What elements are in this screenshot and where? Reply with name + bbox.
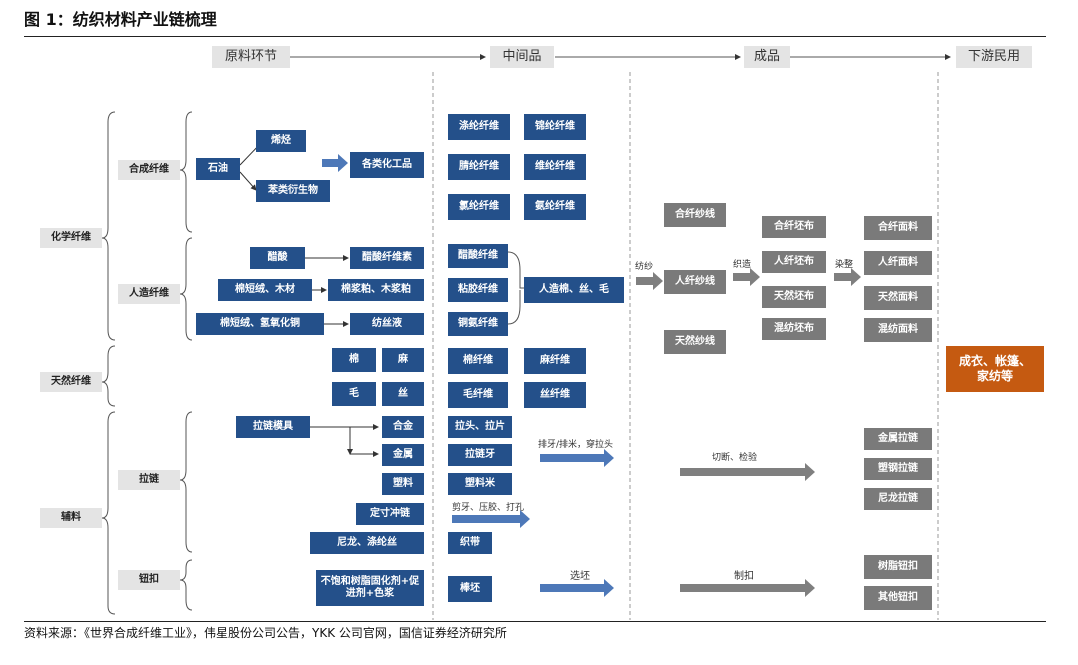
product-blend-grey: 混纺坯布 [762, 318, 826, 340]
mid-silk-fiber: 丝纤维 [524, 382, 586, 408]
raw-silk: 丝 [382, 382, 424, 406]
category-chem-fiber: 化学纤维 [40, 228, 102, 248]
product-nat-fabric: 天然面料 [864, 286, 932, 310]
raw-olefins: 烯烃 [256, 130, 306, 152]
header-product: 成品 [744, 46, 790, 68]
label-selection: 选坯 [570, 571, 590, 582]
figure-title: 图 1：纺织材料产业链梳理 [24, 10, 217, 29]
raw-wool: 毛 [332, 382, 376, 406]
raw-metal: 金属 [382, 444, 424, 466]
downstream-end-use: 成衣、帐篷、家纺等 [946, 346, 1044, 392]
category-natural-fiber: 天然纤维 [40, 372, 102, 392]
source-note: 资料来源：《世界合成纤维工业》，伟星股份公司公告，YKK 公司官网，国信证券经济… [24, 626, 507, 640]
mid-cotton-fiber-a: 锦纶纤维 [524, 114, 586, 140]
raw-cotton-cuprammonium: 棉短绒、氢氧化铜 [196, 313, 324, 335]
label-teeth-process: 排牙/排米，穿拉头 [538, 440, 614, 450]
raw-zipper-mold: 拉链模具 [236, 416, 310, 438]
raw-aromatics: 苯类衍生物 [256, 180, 330, 202]
category-synthetic: 合成纤维 [118, 160, 180, 180]
product-natural-yarn: 天然纱线 [664, 330, 726, 354]
raw-chemicals: 各类化工品 [350, 152, 424, 178]
mid-wool-fiber: 毛纤维 [448, 382, 508, 408]
raw-plastic: 塑料 [382, 473, 424, 495]
category-button: 钮扣 [118, 570, 180, 590]
header-raw: 原料环节 [212, 46, 290, 68]
category-zipper: 拉链 [118, 470, 180, 490]
label-weaving: 织造 [733, 260, 752, 270]
raw-acetate-cellulose: 醋酸纤维素 [350, 247, 424, 269]
raw-alloy: 合金 [382, 416, 424, 438]
mid-plastic-rice: 塑料米 [448, 473, 512, 495]
category-man-made: 人造纤维 [118, 284, 180, 304]
mid-viscose: 粘胶纤维 [448, 278, 508, 302]
mid-woven-tape: 织带 [448, 532, 492, 554]
raw-cotton-wood: 棉短绒、木材 [218, 279, 312, 301]
mid-chlorine: 氯纶纤维 [448, 194, 510, 220]
product-resin-button: 树脂钮扣 [864, 555, 932, 579]
mid-vinylon: 维纶纤维 [524, 154, 586, 180]
product-metal-zipper: 金属拉链 [864, 428, 932, 450]
raw-pulp: 棉浆粕、木浆粕 [328, 279, 424, 301]
mid-acrylic: 腈纶纤维 [448, 154, 510, 180]
product-art-fabric: 人纤面料 [864, 251, 932, 275]
top-rule [24, 36, 1046, 37]
raw-cotton: 棉 [332, 348, 376, 372]
mid-hemp-fiber: 麻纤维 [524, 348, 586, 374]
mid-zipper-teeth: 拉链牙 [448, 444, 512, 466]
label-button-make: 制扣 [734, 571, 754, 582]
label-dyeing: 染整 [835, 260, 854, 270]
product-syn-grey: 合纤坯布 [762, 216, 826, 238]
mid-polyester: 涤纶纤维 [448, 114, 510, 140]
mid-acetate-fiber: 醋酸纤维 [448, 244, 508, 268]
label-spinning: 纺纱 [635, 262, 654, 272]
product-nat-grey: 天然坯布 [762, 286, 826, 308]
product-nylon-zipper: 尼龙拉链 [864, 488, 932, 510]
label-cut-check: 切断、检验 [712, 453, 758, 463]
raw-acetic-acid: 醋酸 [250, 247, 305, 269]
raw-unsaturated-resin: 不饱和树脂固化剂+促进剂+色浆 [316, 570, 424, 606]
mid-blank: 棒坯 [448, 576, 492, 602]
bottom-rule [24, 621, 1046, 622]
product-synthetic-yarn: 合纤纱线 [664, 203, 726, 227]
category-accessories: 辅料 [40, 508, 102, 528]
mid-cotton-fiber: 棉纤维 [448, 348, 508, 374]
raw-petroleum: 石油 [196, 158, 240, 180]
product-plastic-zipper: 塑钢拉链 [864, 458, 932, 480]
header-downstream: 下游民用 [956, 46, 1032, 68]
raw-cut-chain: 定寸冲链 [356, 503, 424, 525]
mid-artificial: 人造棉、丝、毛 [524, 277, 624, 303]
raw-spin-solution: 纺丝液 [350, 313, 424, 335]
mid-puller: 拉头、拉片 [448, 416, 512, 438]
product-art-grey: 人纤坯布 [762, 251, 826, 273]
product-syn-fabric: 合纤面料 [864, 216, 932, 240]
raw-nylon-polyester: 尼龙、涤纶丝 [310, 532, 424, 554]
mid-spandex: 氨纶纤维 [524, 194, 586, 220]
header-mid: 中间品 [490, 46, 554, 68]
label-cut-press: 剪牙、压胶、打孔 [452, 503, 525, 513]
product-other-button: 其他钮扣 [864, 586, 932, 610]
product-artificial-yarn: 人纤纱线 [664, 270, 726, 294]
raw-hemp: 麻 [382, 348, 424, 372]
mid-cupro: 铜氨纤维 [448, 312, 508, 336]
product-blend-fabric: 混纺面料 [864, 318, 932, 342]
